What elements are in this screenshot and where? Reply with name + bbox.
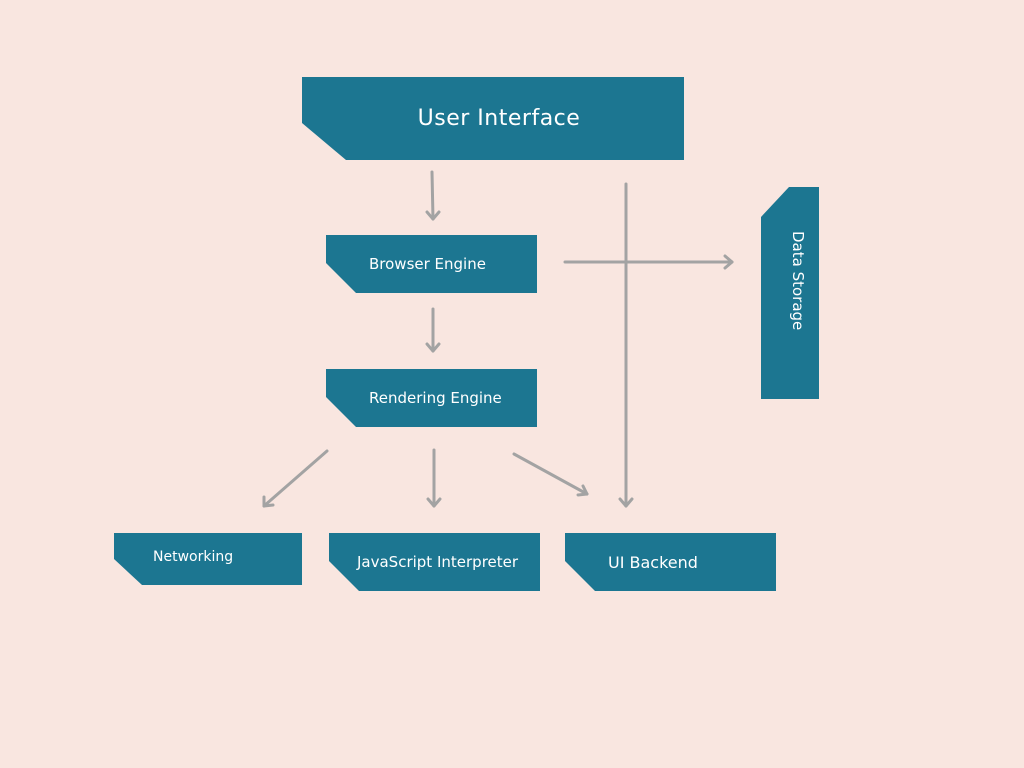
- arrow-browser-engine-to-rendering-engine: [425, 307, 441, 353]
- node-data-storage: Data Storage: [761, 187, 819, 399]
- node-label: Networking: [153, 549, 234, 565]
- arrow-browser-engine-to-data-storage: [563, 254, 734, 270]
- arrow-ui-to-browser-engine: [425, 170, 441, 221]
- arrow-rendering-engine-to-js-interpreter: [426, 448, 442, 508]
- node-label: Data Storage: [789, 231, 807, 331]
- node-label: User Interface: [417, 106, 581, 131]
- node-label: JavaScript Interpreter: [357, 553, 519, 571]
- node-user-interface: User Interface: [302, 77, 684, 160]
- node-networking: Networking: [114, 533, 302, 585]
- node-rendering-engine: Rendering Engine: [326, 369, 537, 427]
- node-ui-backend: UI Backend: [565, 533, 776, 591]
- arrow-rendering-engine-to-ui-backend: [512, 452, 589, 497]
- node-javascript-interpreter: JavaScript Interpreter: [329, 533, 540, 591]
- arrow-ui-to-ui-backend: [618, 182, 634, 508]
- node-label: Rendering Engine: [369, 389, 502, 407]
- arrow-rendering-engine-to-networking: [262, 449, 329, 508]
- node-label: UI Backend: [608, 552, 698, 572]
- node-browser-engine: Browser Engine: [326, 235, 537, 293]
- node-label: Browser Engine: [369, 255, 486, 273]
